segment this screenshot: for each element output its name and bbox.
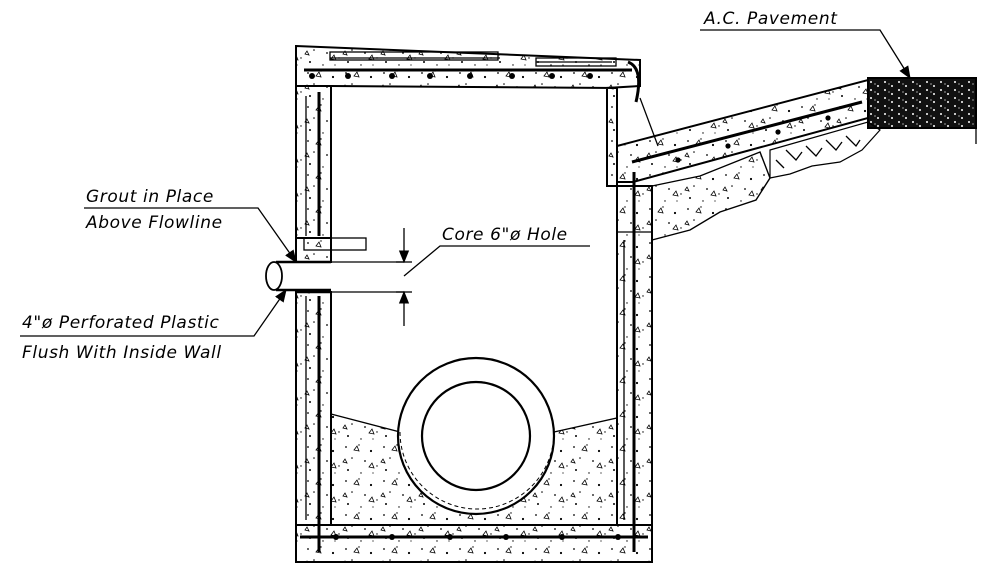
right-wall bbox=[616, 172, 653, 552]
ac-pavement bbox=[867, 77, 977, 144]
top-slab bbox=[295, 44, 641, 187]
left-wall bbox=[295, 85, 332, 552]
pavement-label: A.C. Pavement bbox=[703, 9, 838, 29]
perforated-pipe bbox=[265, 237, 404, 294]
core-hole-dimension bbox=[396, 228, 412, 326]
pavement-approach bbox=[616, 78, 869, 183]
base-slab bbox=[295, 524, 653, 563]
core-hole-label: Core 6"ø Hole bbox=[442, 225, 568, 245]
outlet-pipe bbox=[396, 356, 556, 516]
backfill-soil bbox=[651, 121, 881, 241]
pipe-label-line1: 4"ø Perforated Plastic bbox=[22, 313, 219, 333]
grout-label-line2: Above Flowline bbox=[85, 213, 223, 233]
leader-lines bbox=[20, 29, 911, 337]
grout-label-line1: Grout in Place bbox=[86, 187, 214, 207]
pipe-label-line2: Flush With Inside Wall bbox=[22, 343, 222, 363]
